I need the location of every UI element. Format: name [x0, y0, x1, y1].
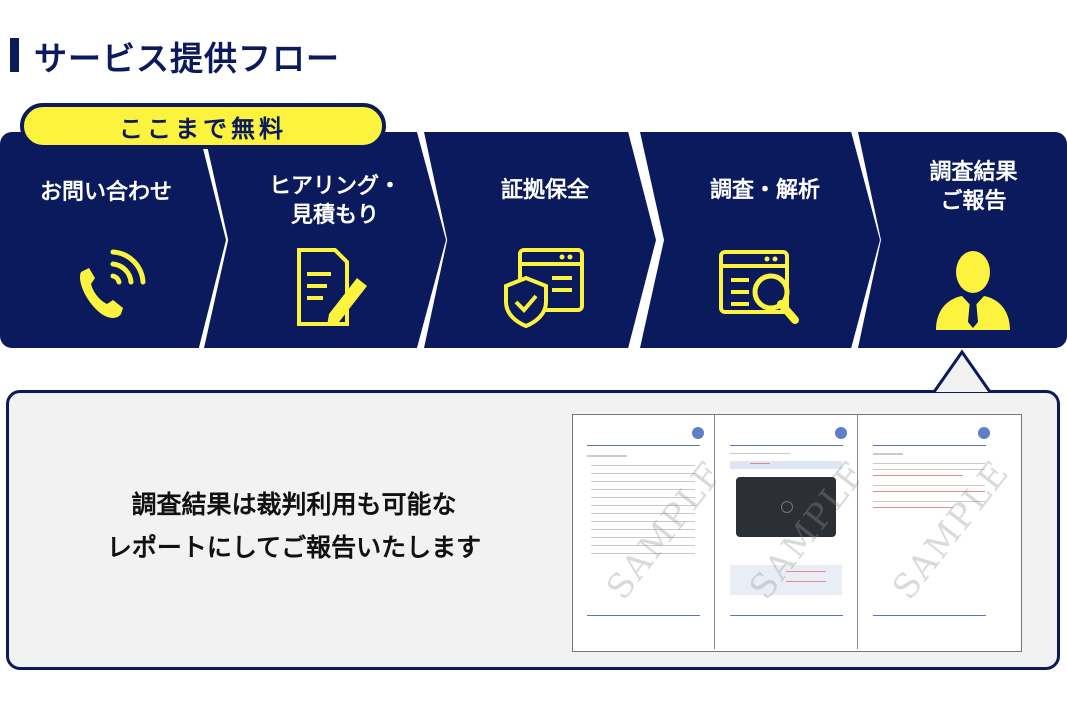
- document-pen-icon: [285, 242, 375, 332]
- sample-report-image: SAMPLE SAMPLE SAMPLE: [572, 414, 1022, 652]
- laptop-photo: [736, 477, 836, 537]
- phone-icon: [63, 242, 153, 332]
- flow-step-label: 証拠保全: [500, 178, 589, 203]
- flow-step-preservation: 証拠保全: [424, 132, 656, 348]
- company-logo-icon: [835, 427, 847, 439]
- flow-step-label: 調査結果 ご報告: [929, 160, 1018, 214]
- flow-step-inquiry: お問い合わせ: [0, 132, 226, 348]
- service-flow: お問い合わせ ヒアリング・ 見積もり 証拠保全: [0, 132, 1067, 348]
- callout-pointer: [932, 349, 992, 393]
- flow-step-label: お問い合わせ: [39, 180, 172, 205]
- flow-step-analysis: 調査・解析: [640, 132, 880, 348]
- report-page-device: SAMPLE: [716, 415, 875, 649]
- free-badge: ここまで無料: [20, 103, 386, 149]
- magnifier-window-icon: [715, 242, 805, 332]
- report-page-toc: SAMPLE: [573, 415, 732, 649]
- shield-window-icon: [500, 242, 590, 332]
- company-logo-icon: [692, 427, 704, 439]
- page-title: サービス提供フロー: [34, 39, 340, 78]
- flow-step-hearing: ヒアリング・ 見積もり: [204, 132, 446, 348]
- title-accent-bar: [10, 38, 19, 72]
- report-description: 調査結果は裁判利用も可能な レポートにしてご報告いたします: [106, 490, 482, 562]
- flow-step-report: 調査結果 ご報告: [858, 132, 1067, 348]
- company-logo-icon: [978, 427, 990, 439]
- report-page-summary: SAMPLE: [859, 415, 1018, 649]
- flow-step-label: 調査・解析: [709, 178, 820, 203]
- sample-watermark: SAMPLE: [598, 452, 733, 608]
- flow-step-label: ヒアリング・ 見積もり: [268, 174, 401, 228]
- person-icon: [928, 242, 1018, 332]
